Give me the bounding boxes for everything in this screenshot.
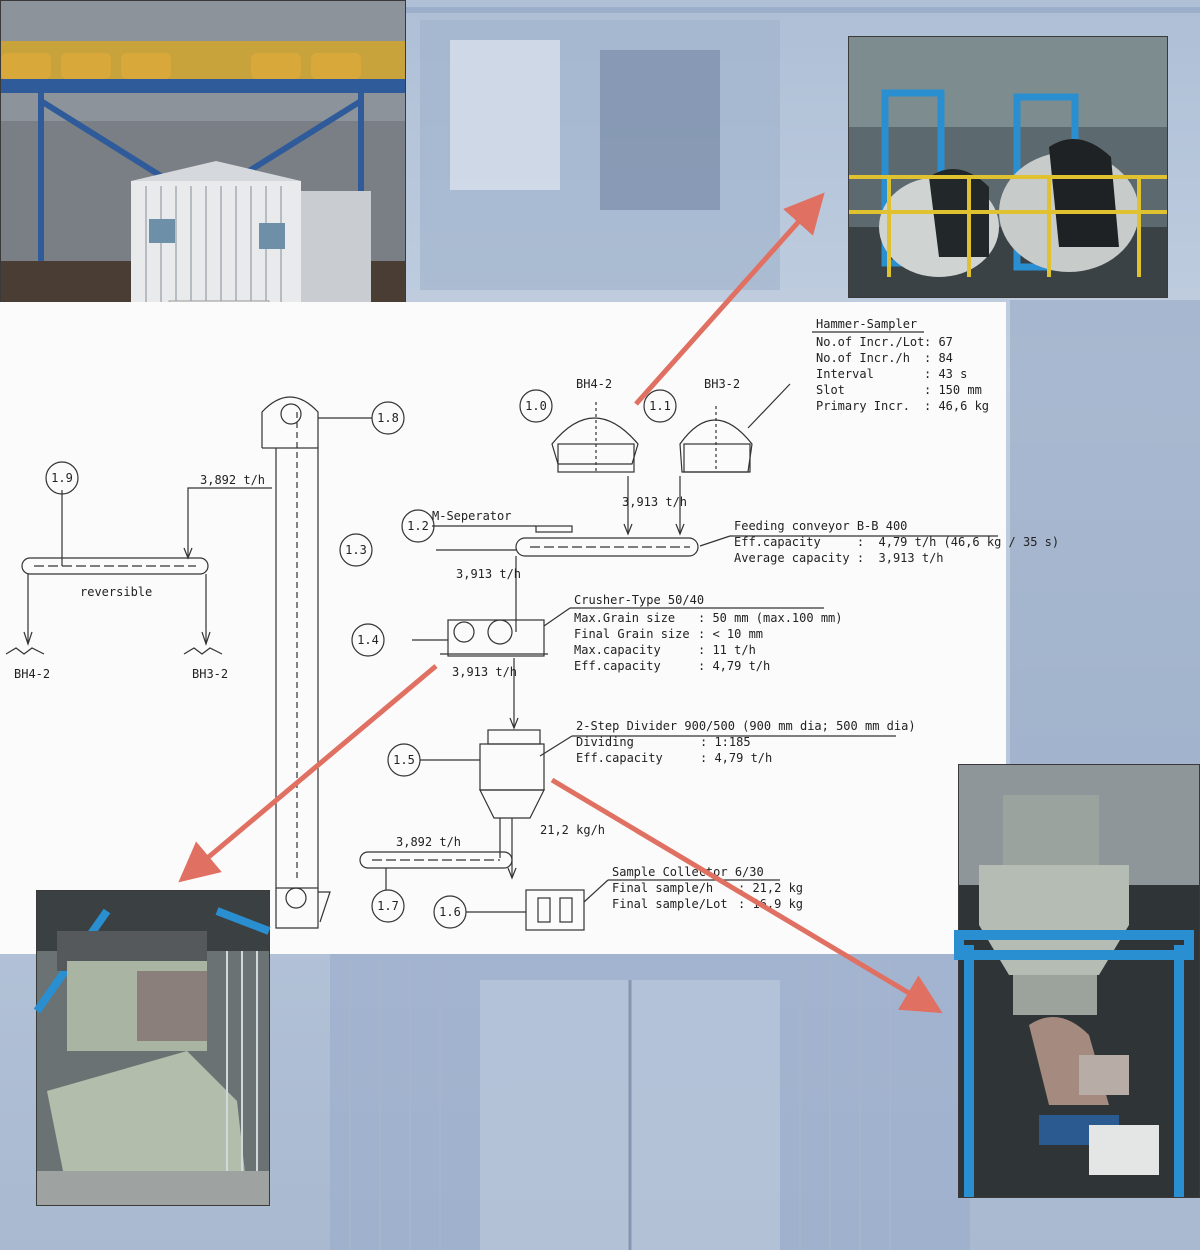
- svg-text:: 4,79 t/h: : 4,79 t/h: [700, 751, 772, 765]
- separator-label: M-Seperator: [432, 509, 511, 523]
- divider-specs: Dividing : 1:185 Eff.capacity : 4,79 t/h: [576, 735, 772, 765]
- svg-text:Eff.capacity: Eff.capacity: [574, 659, 661, 673]
- svg-text:Primary Incr.: Primary Incr.: [816, 399, 910, 413]
- hammer-sampler-title: Hammer-Sampler: [816, 317, 917, 331]
- feeding-conveyor-avg: Average capacity : 3,913 t/h: [734, 551, 944, 565]
- crusher-specs: Max.Grain size : 50 mm (max.100 mm) Final…: [574, 611, 843, 673]
- node-1-9: 1.9: [51, 471, 73, 485]
- svg-text:Max.Grain size: Max.Grain size: [574, 611, 675, 625]
- node-1-1: 1.1: [649, 399, 671, 413]
- hammer-sampler-specs: No.of Incr./Lot: 67 No.of Incr./h : 84 In…: [816, 335, 989, 413]
- node-1-6: 1.6: [439, 905, 461, 919]
- feeding-conveyor-eff: Eff.capacity : 4,79 t/h (46,6 kg / 35 s): [734, 535, 1059, 549]
- flow-after-crusher: 3,913 t/h: [452, 665, 517, 679]
- svg-text:: < 10 mm: : < 10 mm: [698, 627, 763, 641]
- photo-divider: [954, 764, 1200, 1198]
- flow-divider-out: 21,2 kg/h: [540, 823, 605, 837]
- divider-title: 2-Step Divider 900/500 (900 mm dia; 500 …: [576, 719, 916, 733]
- output-bh4-2: BH4-2: [14, 667, 50, 681]
- flow-top-return: 3,892 t/h: [200, 473, 265, 487]
- svg-text:: 67: : 67: [924, 335, 953, 349]
- node-1-2: 1.2: [407, 519, 429, 533]
- node-1-4: 1.4: [357, 633, 379, 647]
- svg-text:Interval: Interval: [816, 367, 874, 381]
- svg-text:: 150 mm: : 150 mm: [924, 383, 982, 397]
- flow-return: 3,892 t/h: [396, 835, 461, 849]
- reversible-label: reversible: [80, 585, 152, 599]
- flow-after-feeder: 3,913 t/h: [456, 567, 521, 581]
- svg-text:: 1:185: : 1:185: [700, 735, 751, 749]
- svg-text:Final sample/Lot: Final sample/Lot: [612, 897, 728, 911]
- node-1-3: 1.3: [345, 543, 367, 557]
- photo-crusher: [33, 890, 271, 1206]
- svg-text:: 4,79 t/h: : 4,79 t/h: [698, 659, 770, 673]
- flow-diagram-sheet: 1.8 1.9 1.0 1.1 1.2 1.3 1.4 1.5 1.7 1.6 …: [0, 302, 1059, 954]
- svg-text:: 50 mm (max.100 mm): : 50 mm (max.100 mm): [698, 611, 843, 625]
- svg-text:Final sample/h: Final sample/h: [612, 881, 713, 895]
- output-bh3-2: BH3-2: [192, 667, 228, 681]
- svg-text:Eff.capacity: Eff.capacity: [576, 751, 663, 765]
- svg-text:No.of Incr./Lot: No.of Incr./Lot: [816, 335, 924, 349]
- node-1-7: 1.7: [377, 899, 399, 913]
- svg-text:Dividing: Dividing: [576, 735, 634, 749]
- svg-text:No.of Incr./h: No.of Incr./h: [816, 351, 910, 365]
- svg-text:Slot: Slot: [816, 383, 845, 397]
- svg-text:: 84: : 84: [924, 351, 953, 365]
- node-1-5: 1.5: [393, 753, 415, 767]
- flow-to-feeder: 3,913 t/h: [622, 495, 687, 509]
- svg-text:: 11 t/h: : 11 t/h: [698, 643, 756, 657]
- svg-text:: 21,2 kg: : 21,2 kg: [738, 881, 803, 895]
- svg-text:Final Grain size: Final Grain size: [574, 627, 690, 641]
- node-1-8: 1.8: [377, 411, 399, 425]
- node-1-0: 1.0: [525, 399, 547, 413]
- collector-specs: Final sample/h : 21,2 kg Final sample/Lot…: [612, 881, 803, 911]
- svg-text:: 46,6 kg: : 46,6 kg: [924, 399, 989, 413]
- svg-text:: 16,9 kg: : 16,9 kg: [738, 897, 803, 911]
- photo-hammer-samplers: [848, 36, 1168, 298]
- crusher-title: Crusher-Type 50/40: [574, 593, 704, 607]
- sampler-label-bh3-2: BH3-2: [704, 377, 740, 391]
- collector-title: Sample Collector 6/30: [612, 865, 764, 879]
- sampler-label-bh4-2: BH4-2: [576, 377, 612, 391]
- feeding-conveyor-title: Feeding conveyor B-B 400: [734, 519, 907, 533]
- svg-text:: 43 s: : 43 s: [924, 367, 967, 381]
- sampling-flow-diagram: 1.8 1.9 1.0 1.1 1.2 1.3 1.4 1.5 1.7 1.6 …: [5, 317, 1059, 931]
- svg-text:Max.capacity: Max.capacity: [574, 643, 661, 657]
